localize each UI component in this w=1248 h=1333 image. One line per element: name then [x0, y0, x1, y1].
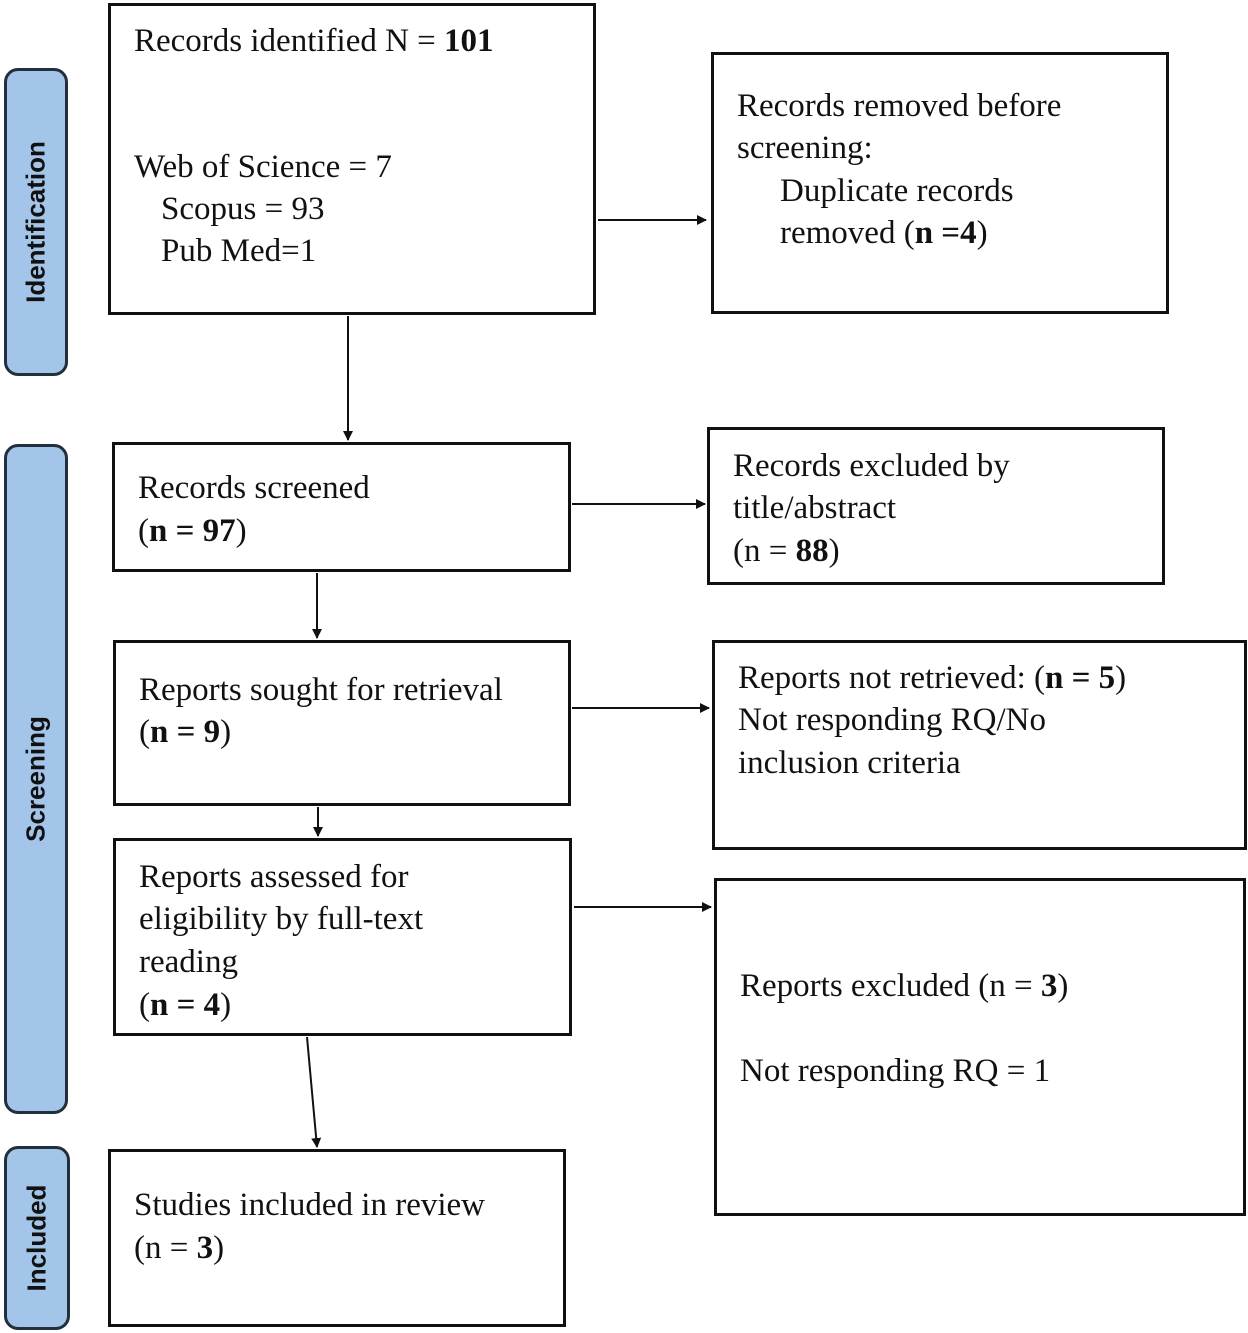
records-screened-line1: Records screened [138, 470, 370, 506]
records-removed-line2: screening: [737, 130, 873, 166]
scopus-count: Scopus = 93 [161, 191, 325, 227]
pubmed-count: Pub Med=1 [161, 233, 317, 269]
records-screened-line2: (n = 97) [138, 513, 247, 549]
studies-included-count: 3 [196, 1230, 214, 1266]
studies-included-box: Studies included in review (n = 3) [108, 1149, 566, 1327]
reports-excluded-count: 3 [1040, 968, 1058, 1004]
reports-sought-count: n = 9 [150, 714, 221, 750]
records-identified-title: Records identified N = 101 [134, 23, 494, 59]
reports-not-retrieved-box: Reports not retrieved: (n = 5) Not respo… [712, 640, 1247, 850]
duplicates-count: n =4 [914, 215, 977, 251]
reports-assessed-line2: eligibility by full-text [139, 901, 424, 937]
records-screened-count: n = 97 [149, 513, 236, 549]
reports-not-retrieved-line1: Reports not retrieved: (n = 5) [738, 660, 1127, 696]
reports-assessed-line1: Reports assessed for [139, 859, 409, 895]
arrow-assessed-to-included [306, 1036, 322, 1148]
records-removed-line1: Records removed before [737, 88, 1062, 124]
records-excluded-title-line2: title/abstract [733, 490, 897, 526]
reports-not-retrieved-count: n = 5 [1045, 660, 1116, 696]
reports-excluded-box: Reports excluded (n = 3) Not responding … [714, 878, 1246, 1216]
records-excluded-title-box: Records excluded by title/abstract (n = … [707, 427, 1165, 585]
reports-sought-line2: (n = 9) [139, 714, 232, 750]
reports-not-retrieved-line2: Not responding RQ/No [738, 702, 1046, 738]
reports-not-retrieved-line3: inclusion criteria [738, 745, 961, 781]
records-excluded-title-count: 88 [795, 533, 829, 569]
web-of-science-count: Web of Science = 7 [134, 149, 392, 185]
reports-assessed-line3: reading [139, 944, 238, 980]
records-excluded-title-line1: Records excluded by [733, 448, 1010, 484]
reports-excluded-reason: Not responding RQ = 1 [740, 1053, 1051, 1089]
reports-assessed-count: n = 4 [150, 987, 221, 1023]
phase-screening: Screening [4, 444, 68, 1114]
reports-assessed-line4: (n = 4) [139, 987, 232, 1023]
reports-assessed-box: Reports assessed for eligibility by full… [113, 838, 572, 1036]
reports-sought-line1: Reports sought for retrieval [139, 672, 503, 708]
phase-identification: Identification [4, 68, 68, 376]
studies-included-line2: (n = 3) [134, 1230, 225, 1266]
records-excluded-title-line3: (n = 88) [733, 533, 840, 569]
records-removed-line3: Duplicate records [780, 173, 1014, 209]
records-removed-box: Records removed before screening: Duplic… [711, 52, 1169, 314]
reports-excluded-line1: Reports excluded (n = 3) [740, 968, 1069, 1004]
records-identified-box: Records identified N = 101 Web of Scienc… [108, 3, 596, 315]
records-removed-line4: removed (n =4) [780, 215, 988, 251]
records-identified-count: 101 [444, 23, 494, 59]
phase-included: Included [4, 1146, 70, 1330]
studies-included-line1: Studies included in review [134, 1187, 486, 1223]
records-screened-box: Records screened (n = 97) [112, 442, 571, 572]
reports-sought-box: Reports sought for retrieval (n = 9) [113, 640, 571, 806]
